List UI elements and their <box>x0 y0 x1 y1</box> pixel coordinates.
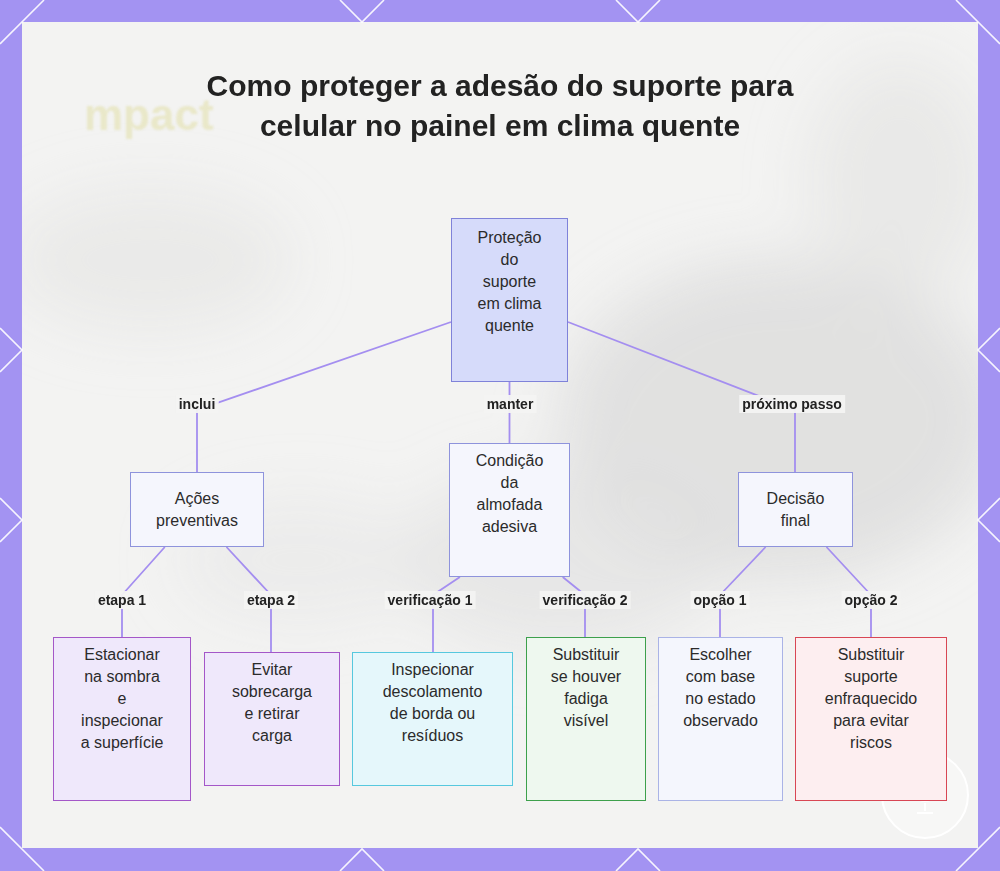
edge-label: etapa 2 <box>244 591 298 609</box>
connector <box>197 322 451 472</box>
category-box: Decisão final <box>738 472 853 547</box>
check-box: Inspecionar descolamento de borda ou res… <box>352 652 513 786</box>
edge-label: etapa 1 <box>95 591 149 609</box>
check-box: Substituir se houver fadiga visível <box>526 637 646 801</box>
root-box: Proteção do suporte em clima quente <box>451 218 568 382</box>
node-text: Condição da almofada adesiva <box>470 450 550 538</box>
option-box: Escolher com base no estado observado <box>658 637 783 801</box>
edge-label: inclui <box>176 395 219 413</box>
option-box: Substituir suporte enfraquecido para evi… <box>795 637 947 801</box>
node-text: Decisão final <box>761 488 831 532</box>
node-text: Escolher com base no estado observado <box>678 644 763 732</box>
step-box: Evitar sobrecarga e retirar carga <box>204 652 340 786</box>
edge-label: opção 1 <box>691 591 750 609</box>
category-box: Ações preventivas <box>130 472 264 547</box>
watermark-text: mpact <box>84 90 214 140</box>
category-box: Condição da almofada adesiva <box>449 443 570 577</box>
edge-label: manter <box>484 395 537 413</box>
edge-label: próximo passo <box>739 395 845 413</box>
connector <box>433 577 460 652</box>
node-text: Evitar sobrecarga e retirar carga <box>228 659 316 747</box>
step-box: Estacionar na sombra e inspecionar a sup… <box>53 637 191 801</box>
blurred-photo <box>22 60 978 650</box>
diagram-title: Como proteger a adesão do suporte para c… <box>200 66 800 146</box>
node-text: Estacionar na sombra e inspecionar a sup… <box>79 644 165 754</box>
node-text: Substituir suporte enfraquecido para evi… <box>821 644 921 754</box>
edge-label: opção 2 <box>842 591 901 609</box>
node-text: Ações preventivas <box>147 488 247 532</box>
edge-label: verificação 1 <box>385 591 476 609</box>
node-text: Substituir se houver fadiga visível <box>546 644 626 732</box>
node-text: Inspecionar descolamento de borda ou res… <box>381 659 485 747</box>
edge-label: verificação 2 <box>540 591 631 609</box>
node-text: Proteção do suporte em clima quente <box>475 227 545 337</box>
